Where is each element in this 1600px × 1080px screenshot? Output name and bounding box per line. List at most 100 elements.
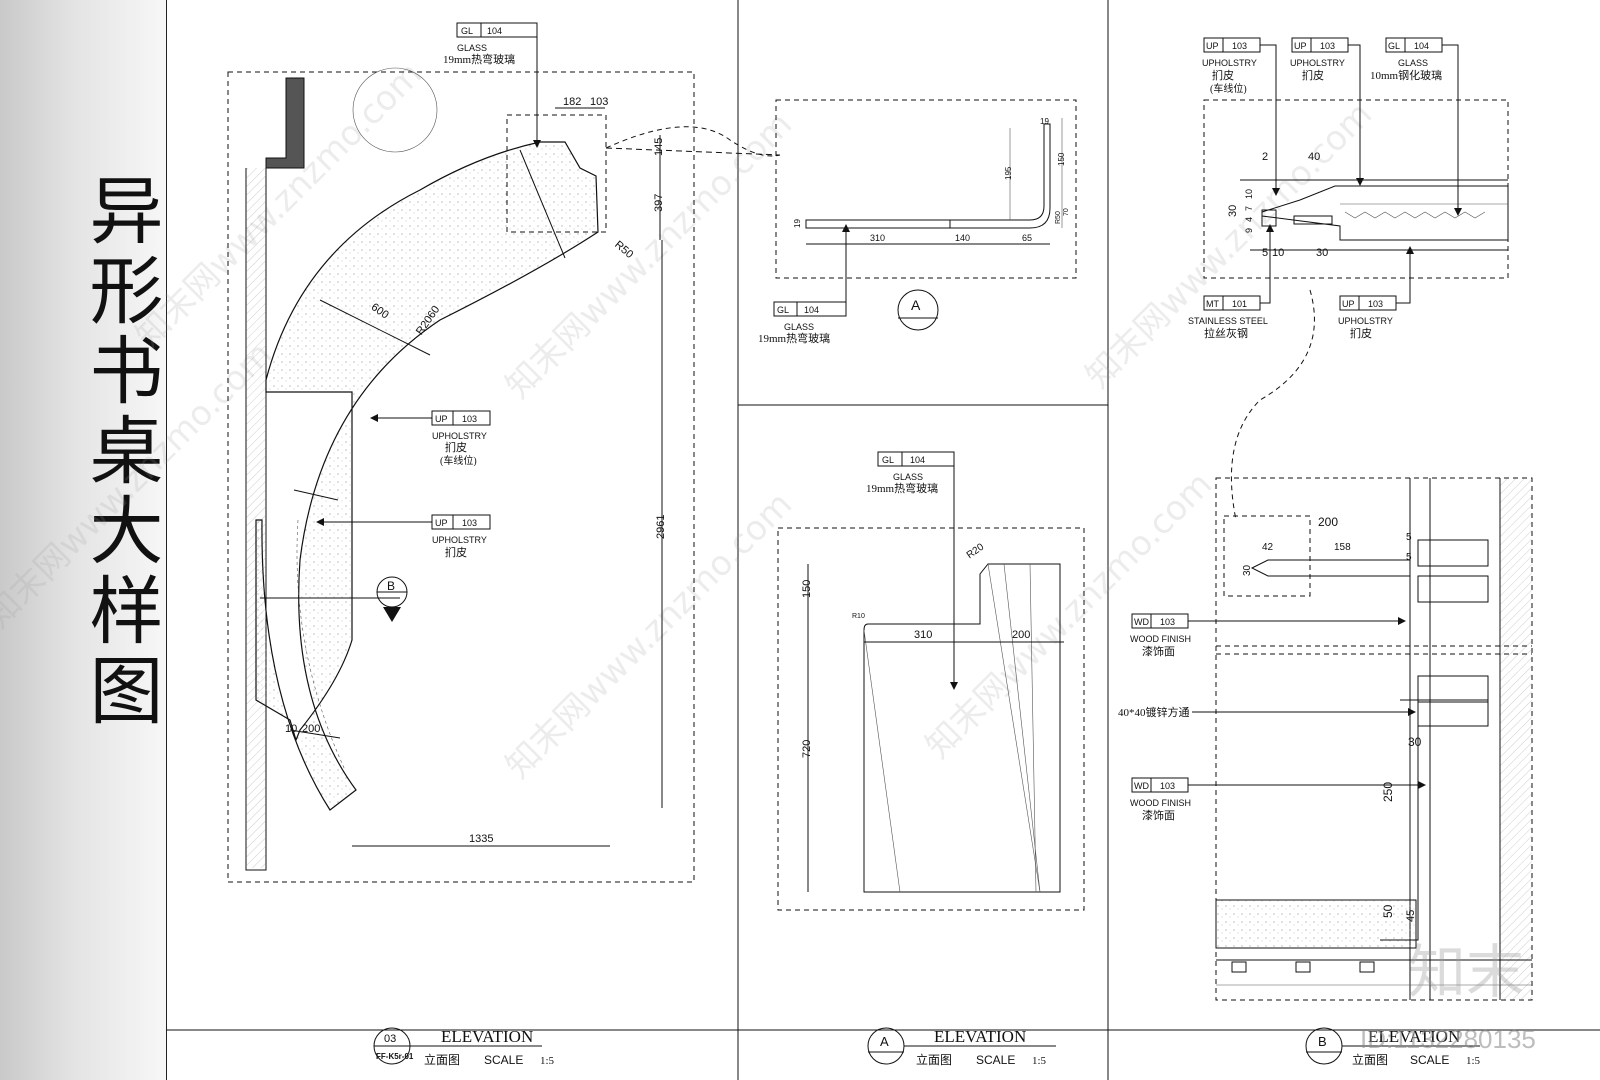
svg-text:10mm钢化玻璃: 10mm钢化玻璃 bbox=[1370, 68, 1442, 82]
svg-text:WOOD FINISH: WOOD FINISH bbox=[1130, 634, 1191, 644]
dim-310: 310 bbox=[870, 233, 885, 243]
dim-9: 9 bbox=[1244, 228, 1254, 233]
svg-text:扪皮: 扪皮 bbox=[445, 440, 467, 454]
dim-19-top: 19 bbox=[1040, 117, 1049, 126]
svg-text:A: A bbox=[880, 1034, 889, 1049]
svg-text:拉丝灰钢: 拉丝灰钢 bbox=[1204, 326, 1248, 340]
watermark-text: 知末网www.znzmo.com bbox=[918, 464, 1220, 766]
dim-182: 182 bbox=[563, 96, 581, 108]
svg-text:WOOD FINISH: WOOD FINISH bbox=[1130, 798, 1191, 808]
watermark-text: 知末网www.znzmo.com bbox=[1078, 94, 1380, 396]
dim-4: 4 bbox=[1244, 217, 1254, 222]
svg-text:03: 03 bbox=[384, 1033, 396, 1045]
dim-10: 10 bbox=[1244, 189, 1254, 199]
svg-text:扪皮: 扪皮 bbox=[1302, 68, 1324, 82]
svg-text:(车线位): (车线位) bbox=[1210, 82, 1247, 95]
right-detail-top: 2 40 30 10 7 4 9 5 10 30 UP 103 UPHOLSTR… bbox=[1188, 37, 1509, 521]
section-marker-b: B bbox=[387, 579, 395, 593]
glass-elevation-view: 150 720 310 200 R20 R10 GL 104 GLASS 19m… bbox=[777, 451, 1085, 911]
svg-text:漆饰面: 漆饰面 bbox=[1142, 808, 1175, 822]
tag-up103-upholstery-stitch: UP 103 UPHOLSTRY 扪皮 (车线位) bbox=[370, 410, 491, 467]
dim-5a: 5 bbox=[1406, 532, 1412, 543]
svg-text:GLASS: GLASS bbox=[893, 472, 923, 482]
dim-397: 397 bbox=[653, 194, 665, 212]
main-plan-view: 182 103 145 397 R50 600 R2060 2961 10 20… bbox=[227, 22, 781, 883]
dim-720: 720 bbox=[801, 740, 813, 758]
svg-text:SCALE: SCALE bbox=[1410, 1053, 1449, 1067]
watermark-text: 知末网www.znzmo.com bbox=[0, 334, 280, 636]
dim-5: 5 bbox=[1262, 247, 1268, 259]
svg-text:UP: UP bbox=[435, 518, 448, 528]
dim-r20: R20 bbox=[965, 541, 987, 561]
tag-gl104-section-a: GL 104 GLASS 19mm热弯玻璃 bbox=[758, 224, 850, 345]
tag-wd103-1: WD 103 WOOD FINISH 漆饰面 bbox=[1130, 613, 1406, 658]
dim-150: 150 bbox=[801, 580, 813, 598]
dim-30b: 30 bbox=[1408, 735, 1422, 749]
svg-text:GLASS: GLASS bbox=[1398, 58, 1428, 68]
dim-10: 10 bbox=[285, 723, 297, 735]
dim-1335: 1335 bbox=[469, 833, 493, 845]
dim-2961: 2961 bbox=[655, 515, 667, 539]
dim-30: 30 bbox=[1242, 564, 1253, 576]
title-block-a: A ELEVATION 立面图 SCALE 1:5 bbox=[867, 1027, 1056, 1067]
svg-text:WD: WD bbox=[1134, 617, 1149, 627]
svg-text:(车线位): (车线位) bbox=[440, 454, 477, 467]
dim-145: 145 bbox=[653, 138, 665, 156]
svg-text:103: 103 bbox=[1320, 41, 1335, 51]
svg-text:UP: UP bbox=[1294, 41, 1307, 51]
tag-gl104-r: GL 104 GLASS 10mm钢化玻璃 bbox=[1370, 37, 1462, 216]
dim-10b: 10 bbox=[1272, 247, 1284, 259]
tag-wd103-2: WD 103 WOOD FINISH 漆饰面 bbox=[1130, 777, 1426, 822]
svg-text:立面图: 立面图 bbox=[916, 1052, 952, 1067]
dim-195: 195 bbox=[1004, 166, 1013, 180]
svg-text:UPHOLSTRY: UPHOLSTRY bbox=[1202, 58, 1257, 68]
svg-text:104: 104 bbox=[1414, 41, 1429, 51]
svg-text:104: 104 bbox=[804, 305, 819, 315]
svg-text:MT: MT bbox=[1206, 299, 1219, 309]
dim-45: 45 bbox=[1405, 910, 1417, 922]
title-block-03: 03 FF-K5r-01 ELEVATION 立面图 SCALE 1:5 bbox=[373, 1027, 555, 1067]
tag-gl104-elevation: GL 104 GLASS 19mm热弯玻璃 bbox=[866, 451, 958, 690]
dim-50: 50 bbox=[1381, 904, 1395, 918]
dim-r50: R50 bbox=[1055, 211, 1062, 224]
svg-text:立面图: 立面图 bbox=[1352, 1052, 1388, 1067]
svg-text:UP: UP bbox=[435, 414, 448, 424]
watermark-text: 知末网www.znzmo.com bbox=[498, 484, 800, 786]
dim-140: 140 bbox=[955, 233, 970, 243]
dim-158: 158 bbox=[1334, 542, 1351, 553]
svg-text:扪皮: 扪皮 bbox=[445, 545, 467, 559]
tag-up103-r2: UP 103 UPHOLSTRY 扪皮 bbox=[1290, 37, 1364, 186]
tag-up103-r1: UP 103 UPHOLSTRY 扪皮 (车线位) bbox=[1202, 37, 1280, 196]
svg-text:103: 103 bbox=[1160, 617, 1175, 627]
dim-250: 250 bbox=[1381, 782, 1395, 802]
svg-text:19mm热弯玻璃: 19mm热弯玻璃 bbox=[866, 481, 938, 495]
svg-text:GL: GL bbox=[882, 455, 894, 465]
dim-42: 42 bbox=[1262, 542, 1274, 553]
section-a-detail: 310 140 65 19 19 195 150 R50 70 GL 104 G… bbox=[758, 99, 1077, 345]
svg-text:扪皮: 扪皮 bbox=[1350, 326, 1372, 340]
svg-text:立面图: 立面图 bbox=[424, 1052, 460, 1067]
svg-text:104: 104 bbox=[910, 455, 925, 465]
svg-text:B: B bbox=[1318, 1034, 1327, 1049]
svg-text:UPHOLSTRY: UPHOLSTRY bbox=[1290, 58, 1345, 68]
svg-text:UPHOLSTRY: UPHOLSTRY bbox=[432, 535, 487, 545]
svg-text:1:5: 1:5 bbox=[540, 1055, 555, 1067]
svg-text:UPHOLSTRY: UPHOLSTRY bbox=[1338, 316, 1393, 326]
svg-text:UP: UP bbox=[1342, 299, 1355, 309]
dim-70: 70 bbox=[1063, 208, 1070, 216]
right-section-b: 200 42 158 30 5 5 30 250 50 45 WD 103 WO… bbox=[1118, 477, 1533, 1001]
svg-text:GL: GL bbox=[1388, 41, 1400, 51]
svg-text:103: 103 bbox=[462, 414, 477, 424]
svg-text:STAINLESS STEEL: STAINLESS STEEL bbox=[1188, 316, 1268, 326]
dim-19-left: 19 bbox=[793, 219, 802, 228]
dim-30: 30 bbox=[1227, 205, 1239, 217]
svg-text:UPHOLSTRY: UPHOLSTRY bbox=[432, 431, 487, 441]
tag-gl104-main: GL 104 GLASS 19mm热弯玻璃 bbox=[443, 22, 541, 148]
dim-r10: R10 bbox=[852, 613, 865, 620]
sheet-title-panel: 异形书桌大样图 bbox=[0, 0, 167, 1080]
svg-text:SCALE: SCALE bbox=[976, 1053, 1015, 1067]
dim-103: 103 bbox=[590, 96, 608, 108]
tag-up103-r3: UP 103 UPHOLSTRY 扪皮 bbox=[1338, 246, 1414, 340]
dim-40: 40 bbox=[1308, 151, 1320, 163]
